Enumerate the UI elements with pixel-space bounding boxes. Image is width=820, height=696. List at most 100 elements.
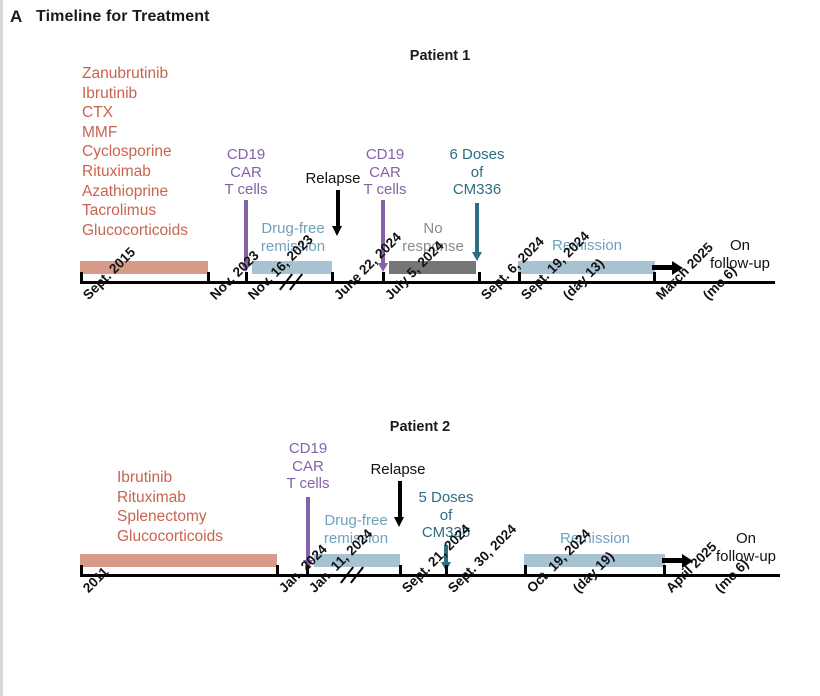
therapy-item: MMF — [82, 123, 118, 141]
p1-tick — [207, 272, 210, 282]
p1-car-t-1-line1: CD19 — [226, 146, 266, 163]
arrow-head — [472, 252, 482, 261]
p2-drug-free-remission-caption: Drug-free remission — [313, 512, 399, 547]
arrow-shaft — [381, 200, 385, 264]
therapy-item: Ibrutinib — [117, 469, 173, 486]
therapy-item: CTX — [82, 104, 113, 122]
p2-car-t-label: CD19 CAR T cells — [268, 440, 348, 493]
p2-car-t-line2: CAR — [292, 457, 324, 475]
p2-relapse-label: Relapse — [370, 461, 426, 478]
p1-car-t-2-line2: CAR — [369, 163, 401, 181]
p2-followup-label: On follow-up — [700, 530, 792, 565]
arrow-shaft — [336, 190, 340, 228]
p1-remission-caption: Remission — [551, 237, 623, 254]
arrow-head — [241, 263, 251, 272]
panel-letter: A — [10, 7, 23, 26]
p2-tick — [276, 565, 279, 575]
p2-axis-break-mark — [340, 565, 369, 587]
p1-tick — [653, 272, 656, 282]
p2-car-t-arrow — [303, 497, 313, 569]
p2-date-label: 2011 — [80, 564, 112, 596]
p1-tick — [478, 272, 481, 282]
therapy-item: Azathioprine — [82, 182, 169, 200]
p1-car-t-2-line1: CD19 — [365, 146, 405, 163]
p1-relapse-label: Relapse — [305, 170, 361, 187]
p2-tick — [80, 565, 83, 575]
arrow-shaft — [398, 481, 402, 519]
arrow-head — [332, 226, 343, 236]
p2-remission-caption: Remission — [559, 530, 631, 547]
arrow-shaft — [662, 558, 684, 563]
p1-prior-therapy-bar — [80, 261, 208, 274]
p1-drug-free-remission-bar — [252, 261, 332, 274]
p1-drug-free-remission-caption: Drug-free remission — [250, 220, 336, 255]
p2-tick — [306, 565, 309, 575]
p2-cm336-label: 5 Doses of CM336 — [403, 489, 489, 542]
p2-car-t-line3: T cells — [286, 475, 330, 492]
therapy-item: Tacrolimus — [82, 202, 157, 220]
p1-relapse-arrow — [332, 190, 343, 236]
p2-followup-arrow — [662, 553, 694, 568]
arrow-head — [672, 260, 683, 275]
caption-line2: remission — [323, 529, 389, 547]
p2-tick — [445, 565, 448, 575]
p2-prior-therapy-bar — [80, 554, 277, 567]
p2-tick — [663, 565, 666, 575]
p1-car-t-2-label: CD19 CAR T cells — [345, 146, 425, 199]
caption-line1: Drug-free — [324, 512, 388, 529]
therapy-item: Splenectomy — [117, 508, 207, 526]
therapy-item: Zanubrutinib — [82, 65, 169, 82]
left-border-rule — [0, 0, 3, 696]
caption-line2: remission — [260, 237, 326, 255]
arrow-shaft — [444, 545, 448, 563]
p1-timeline-axis — [80, 281, 775, 284]
p2-tick — [399, 565, 402, 575]
p2-remission-bar — [524, 554, 665, 567]
therapy-item: Rituximab — [117, 488, 186, 506]
p1-cm336-line1: 6 Doses — [449, 146, 505, 163]
therapy-item: Cyclosporine — [82, 143, 172, 161]
arrow-head — [378, 263, 388, 272]
p1-car-t-1-arrow — [241, 200, 251, 272]
p2-cm336-line3: CM336 — [421, 524, 471, 541]
caption-line2: response — [402, 237, 464, 255]
caption-line1: No — [423, 220, 443, 237]
therapy-item: Ibrutinib — [82, 84, 138, 102]
p2-timeline-axis — [80, 574, 780, 577]
p2-car-t-line1: CD19 — [288, 440, 328, 457]
followup-line1: On — [729, 237, 750, 254]
p1-cm336-line3: CM336 — [452, 181, 502, 198]
p1-cm336-line2: of — [470, 163, 484, 181]
caption-line1: Drug-free — [261, 220, 325, 237]
p2-cm336-line2: of — [439, 506, 453, 524]
therapy-item: Glucocorticoids — [82, 221, 188, 239]
p2-tick — [524, 565, 527, 575]
p2-relapse-arrow — [394, 481, 405, 527]
therapy-item: Glucocorticoids — [117, 527, 223, 545]
p1-cm336-arrow — [472, 203, 482, 261]
p1-car-t-2-line3: T cells — [363, 181, 407, 198]
p1-car-t-1-line3: T cells — [224, 181, 268, 198]
arrow-shaft — [475, 203, 479, 253]
therapy-item: Rituximab — [82, 162, 151, 180]
followup-line2: follow-up — [715, 547, 777, 565]
p1-car-t-1-label: CD19 CAR T cells — [206, 146, 286, 199]
p1-no-response-caption: No response — [389, 220, 477, 255]
p1-tick — [245, 272, 248, 282]
patient-1-prior-therapies: Zanubrutinib Ibrutinib CTX MMF Cyclospor… — [82, 64, 188, 240]
p1-tick — [518, 272, 521, 282]
p1-tick — [382, 272, 385, 282]
p2-drug-free-remission-bar — [314, 554, 400, 567]
p2-date-label: April 2025 — [663, 539, 720, 596]
arrow-shaft — [652, 265, 674, 270]
p1-cm336-label: 6 Doses of CM336 — [434, 146, 520, 199]
p1-remission-bar — [518, 261, 655, 274]
p1-no-response-bar — [389, 261, 476, 274]
p1-tick — [331, 272, 334, 282]
patient-2-title: Patient 2 — [389, 419, 451, 435]
p1-car-t-1-line2: CAR — [230, 163, 262, 181]
arrow-shaft — [244, 200, 248, 264]
arrow-shaft — [306, 497, 310, 561]
arrow-head — [682, 553, 693, 568]
